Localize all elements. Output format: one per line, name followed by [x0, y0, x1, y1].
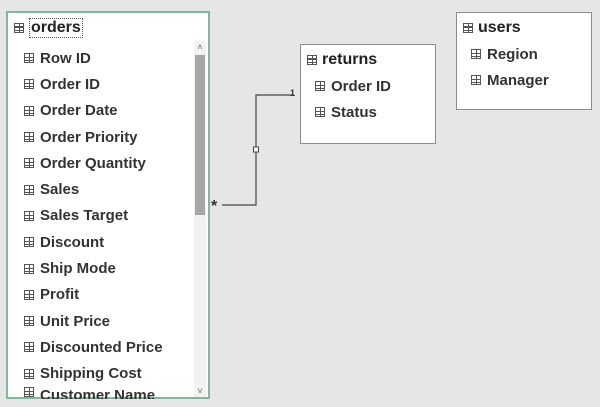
field-icon [24, 105, 34, 116]
field-icon [24, 289, 34, 300]
field-customer-name[interactable]: Customer Name [24, 386, 208, 399]
field-icon [24, 368, 34, 379]
field-icon [24, 263, 34, 274]
field-discount[interactable]: Discount [24, 229, 208, 255]
field-sales[interactable]: Sales [24, 176, 208, 202]
field-icon [315, 81, 325, 92]
field-order-priority[interactable]: Order Priority [24, 124, 208, 150]
users-table[interactable]: users Region Manager [456, 12, 592, 110]
field-status[interactable]: Status [315, 99, 435, 125]
field-profit[interactable]: Profit [24, 282, 208, 308]
field-icon [24, 132, 34, 143]
field-region[interactable]: Region [471, 41, 591, 67]
returns-field-list: Order ID Status [301, 73, 435, 126]
orders-field-list: Row ID Order ID Order Date Order Priorit… [8, 45, 208, 399]
orders-table-header[interactable]: orders [8, 13, 208, 43]
field-icon [471, 49, 481, 60]
table-icon [307, 55, 317, 65]
users-field-list: Region Manager [457, 41, 591, 94]
scrollbar-thumb[interactable] [195, 55, 205, 215]
field-unit-price[interactable]: Unit Price [24, 308, 208, 334]
field-icon [24, 158, 34, 169]
orders-table-title: orders [29, 18, 83, 38]
table-icon [14, 23, 24, 33]
field-discounted-price[interactable]: Discounted Price [24, 334, 208, 360]
table-icon [463, 23, 473, 33]
field-row-id[interactable]: Row ID [24, 45, 208, 71]
returns-table[interactable]: returns Order ID Status [300, 44, 436, 144]
field-icon [24, 184, 34, 195]
field-icon [24, 210, 34, 221]
many-cardinality-marker: * [211, 198, 218, 215]
field-icon [24, 342, 34, 353]
users-table-title: users [478, 19, 521, 36]
field-icon [471, 75, 481, 86]
field-icon [24, 79, 34, 90]
orders-table[interactable]: orders Row ID Order ID Order Date Order … [6, 11, 210, 399]
field-sales-target[interactable]: Sales Target [24, 203, 208, 229]
users-table-header[interactable]: users [457, 15, 591, 41]
one-cardinality-marker: 1 [290, 88, 296, 98]
field-icon [315, 107, 325, 118]
orders-scrollbar[interactable]: ˄ ˅ [194, 41, 206, 397]
field-order-quantity[interactable]: Order Quantity [24, 150, 208, 176]
field-order-id[interactable]: Order ID [315, 73, 435, 99]
field-icon [24, 53, 34, 64]
scroll-up-icon[interactable]: ˄ [197, 42, 203, 52]
field-ship-mode[interactable]: Ship Mode [24, 255, 208, 281]
scroll-down-icon[interactable]: ˅ [197, 386, 203, 396]
returns-table-title: returns [322, 51, 378, 68]
field-order-date[interactable]: Order Date [24, 98, 208, 124]
field-icon [24, 386, 34, 397]
field-manager[interactable]: Manager [471, 67, 591, 93]
returns-table-header[interactable]: returns [301, 47, 435, 73]
field-icon [24, 316, 34, 327]
field-order-id[interactable]: Order ID [24, 71, 208, 97]
field-shipping-cost[interactable]: Shipping Cost [24, 361, 208, 387]
field-icon [24, 237, 34, 248]
